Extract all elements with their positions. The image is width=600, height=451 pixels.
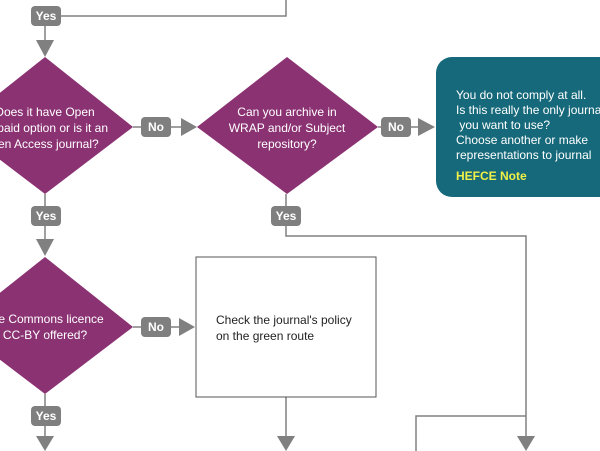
- arrowhead-down-1: [36, 40, 54, 57]
- no-badge-archive: No: [381, 117, 411, 137]
- arrowhead-right-3: [179, 318, 195, 336]
- green-route-box: [195, 256, 377, 398]
- decision-creative-commons-text: tive Commons licence CC-BY offered?: [0, 311, 120, 343]
- no-badge-open-access: No: [141, 117, 171, 137]
- green-route-text: Check the journal's policy on the green …: [216, 312, 352, 344]
- connector-lines: [44, 0, 527, 451]
- arrowheads: [36, 40, 535, 451]
- top-loop-connector: [61, 0, 287, 17]
- no-comply-text: You do not comply at all. Is this really…: [456, 88, 600, 184]
- decision-archive-diamond: [197, 57, 378, 194]
- arrowhead-right-1: [181, 118, 197, 136]
- hefce-note-link[interactable]: HEFCE Note: [456, 169, 527, 183]
- decision-open-access-text: Does it have Open ss paid option or is i…: [0, 104, 120, 152]
- no-comply-box: [436, 57, 600, 197]
- no-comply-line-2: Is this really the only journal: [456, 103, 600, 117]
- arrowhead-down-3: [36, 436, 54, 451]
- decision-archive-line-3: repository?: [257, 137, 317, 151]
- yes-badge-archive: Yes: [271, 206, 301, 226]
- connector-lower-right: [415, 415, 526, 451]
- decision-open-access-line-2: ss paid option or is it an: [0, 121, 109, 135]
- no-comply-line-3: you want to use?: [456, 118, 551, 132]
- green-route-line-2: on the green route: [216, 329, 315, 343]
- decision-archive-line-1: Can you archive in: [237, 105, 337, 119]
- yes-badge-top: Yes: [31, 6, 61, 26]
- arrowhead-right-2: [418, 118, 435, 136]
- no-badge-creative-commons: No: [141, 317, 171, 337]
- yes-badge-open-access: Yes: [31, 206, 61, 226]
- no-comply-line-1: You do not comply at all.: [456, 88, 587, 102]
- decision-open-access-diamond: [0, 57, 133, 194]
- arrowhead-down-2: [36, 239, 54, 256]
- decision-open-access-line-1: Does it have Open: [0, 105, 95, 119]
- yes-badge-creative-commons: Yes: [31, 406, 61, 426]
- decision-cc-line-1: tive Commons licence: [0, 312, 104, 326]
- decision-creative-commons-diamond: [0, 257, 133, 394]
- green-route-line-1: Check the journal's policy: [216, 313, 352, 327]
- decision-cc-line-2: CC-BY offered?: [2, 328, 88, 342]
- decision-archive-text: Can you archive in WRAP and/or Subject r…: [212, 104, 362, 152]
- decision-archive-line-2: WRAP and/or Subject: [228, 121, 346, 135]
- arrowhead-down-4: [277, 436, 295, 451]
- decision-open-access-line-3: pen Access journal?: [0, 137, 99, 151]
- arrowhead-down-5: [517, 436, 535, 451]
- connector-archive-yes-route: [285, 226, 527, 437]
- no-comply-line-4: Choose another or make: [456, 133, 589, 147]
- no-comply-line-5: representations to journal: [456, 148, 592, 162]
